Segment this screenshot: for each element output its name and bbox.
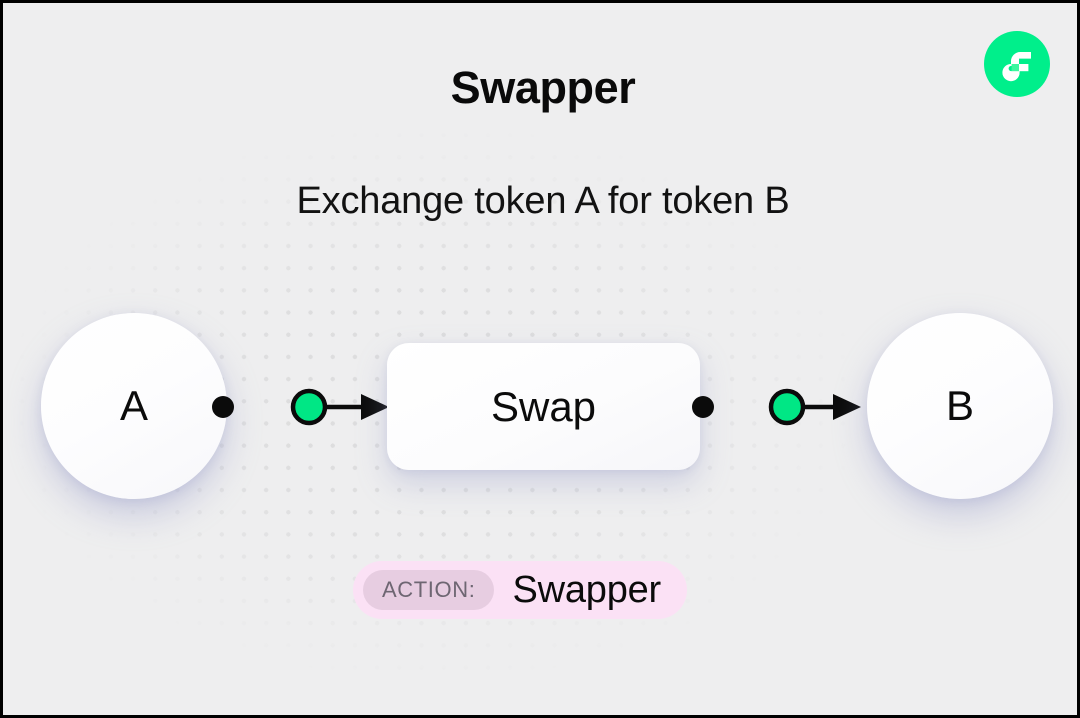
connector-arrowhead: [833, 394, 861, 420]
node-token-b[interactable]: B: [867, 313, 1053, 499]
action-badge-value: Swapper: [512, 568, 662, 611]
connector-swap-to-b: [689, 385, 861, 429]
action-badge: ACTION: Swapper: [353, 561, 688, 619]
flow-logo-icon[interactable]: [984, 31, 1050, 97]
connector-source-handle: [212, 396, 234, 418]
action-badge-label: ACTION:: [363, 570, 495, 610]
connector-token-dot: [768, 388, 806, 426]
connector-a-to-swap: [209, 385, 389, 429]
connector-arrowhead: [361, 394, 389, 420]
page-subtitle: Exchange token A for token B: [296, 180, 790, 222]
page-title: Swapper: [450, 62, 636, 113]
node-swap[interactable]: Swap: [387, 343, 700, 470]
node-token-b-label: B: [945, 382, 974, 429]
node-swap-label: Swap: [490, 382, 597, 430]
connector-source-handle: [692, 396, 714, 418]
node-token-a-label: A: [119, 382, 148, 429]
node-token-a[interactable]: A: [41, 313, 227, 499]
connector-token-dot: [290, 388, 328, 426]
